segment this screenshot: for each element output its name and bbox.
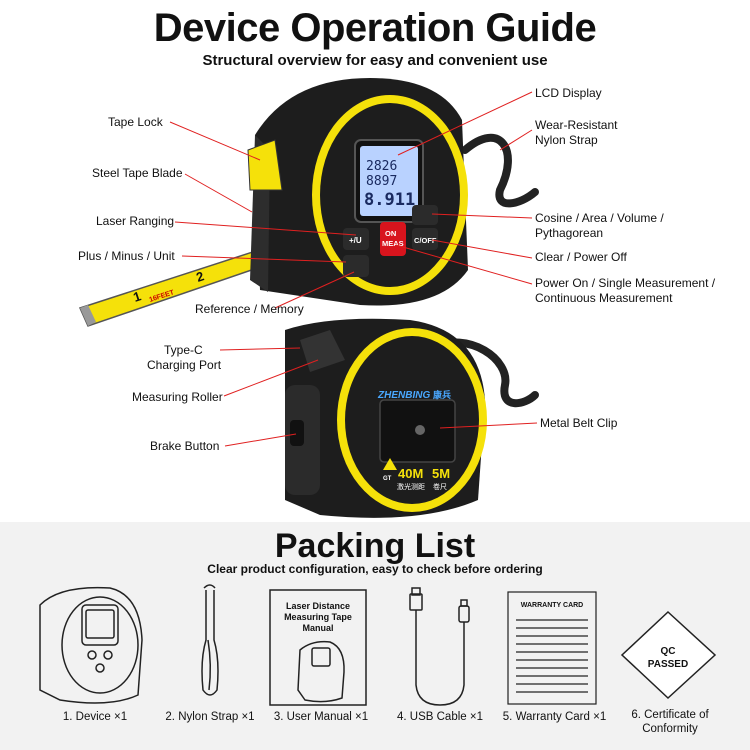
packing-item-warranty: 5. Warranty Card ×1 [502,711,607,723]
spec-tape-cn: 卷尺 [433,482,447,491]
spec-laser-cn: 激光测距 [397,482,425,491]
device-back: ZHENBING 康兵 GT 40M 5M 激光测距 卷尺 [285,318,487,518]
page-subtitle: Structural overview for easy and conveni… [202,52,548,69]
screen-line1: 2826 [366,159,397,174]
callout-clear-power-off: Clear / Power Off [535,250,627,264]
callout-laser-ranging: Laser Ranging [96,214,175,228]
reference-button-shape [343,255,369,277]
callout-continuous: Continuous Measurement [535,291,673,305]
roller-shape [300,330,345,372]
callout-measuring-roller: Measuring Roller [132,390,223,404]
tape-mark-2: 2 [194,268,206,285]
brand-cn-label: 康兵 [433,389,451,400]
callout-plus-minus-unit: Plus / Minus / Unit [78,249,175,263]
c-off-button-shape [412,228,438,250]
btn-meas-label: MEAS [382,239,404,248]
cosine-button-shape [412,205,438,225]
packing-item-strap: 2. Nylon Strap ×1 [165,711,255,723]
brake-button-shape [290,420,304,446]
callout-steel-tape-blade: Steel Tape Blade [92,166,183,180]
callout-lcd-display: LCD Display [535,86,602,100]
callout-tape-lock: Tape Lock [108,115,163,129]
packing-subtitle: Clear product configuration, easy to che… [207,562,543,576]
spec-laser: 40M [398,466,423,481]
callout-power-on: Power On / Single Measurement / [535,276,716,290]
callout-reference-memory: Reference / Memory [195,302,304,316]
tape-mark-1: 1 [131,288,143,305]
btn-plus-label: +/U [349,236,362,245]
callout-brake-button: Brake Button [150,439,220,453]
page-title: Device Operation Guide [153,6,597,50]
callout-wear-resistant: Wear-Resistant [535,118,618,132]
warranty-card-title: WARRANTY CARD [520,602,584,609]
callout-typec-2: Charging Port [147,358,222,372]
plus-unit-button-shape [343,228,369,250]
packing-item-device: 1. Device ×1 [62,711,128,723]
packing-title: Packing List [274,527,476,565]
nylon-strap-back-shape [426,338,539,408]
btn-on-label: ON [385,229,396,238]
qc-badge-text: QC PASSED [647,646,689,670]
packing-item-manual: 3. User Manual ×1 [273,711,369,723]
tape-lock-shape [247,139,283,191]
callout-pythagorean: Pythagorean [535,226,604,240]
callout-cosine-area: Cosine / Area / Volume / [535,211,664,225]
btn-off-label: C/OFF [414,236,437,245]
nylon-strap-shape [461,133,539,208]
screen-line3: 8.911 [364,190,415,210]
packing-item-certificate-1: 6. Certificate of [631,709,709,721]
callout-typec-1: Type-C [164,343,203,357]
callout-metal-belt-clip: Metal Belt Clip [540,416,618,430]
brand-label: ZHENBING [377,390,430,401]
spec-tape: 5M [432,466,450,481]
on-meas-button-shape [380,222,406,256]
callout-lines [169,91,538,447]
device-front: 2826 8897 8.911 +/U ON MEAS C/OFF [247,78,468,306]
gt-label: GT [383,476,392,482]
packing-item-usb: 4. USB Cable ×1 [397,711,483,723]
screen-line2: 8897 [366,174,397,189]
packing-item-certificate-2: Conformity [642,723,698,735]
callout-nylon-strap: Nylon Strap [535,133,598,147]
manual-cover-text: Laser Distance Measuring Tape Manual [284,601,352,633]
device-illustration: 1 2 3 16FEET 2826 8897 8.911 +/U ON MEAS… [78,78,539,518]
